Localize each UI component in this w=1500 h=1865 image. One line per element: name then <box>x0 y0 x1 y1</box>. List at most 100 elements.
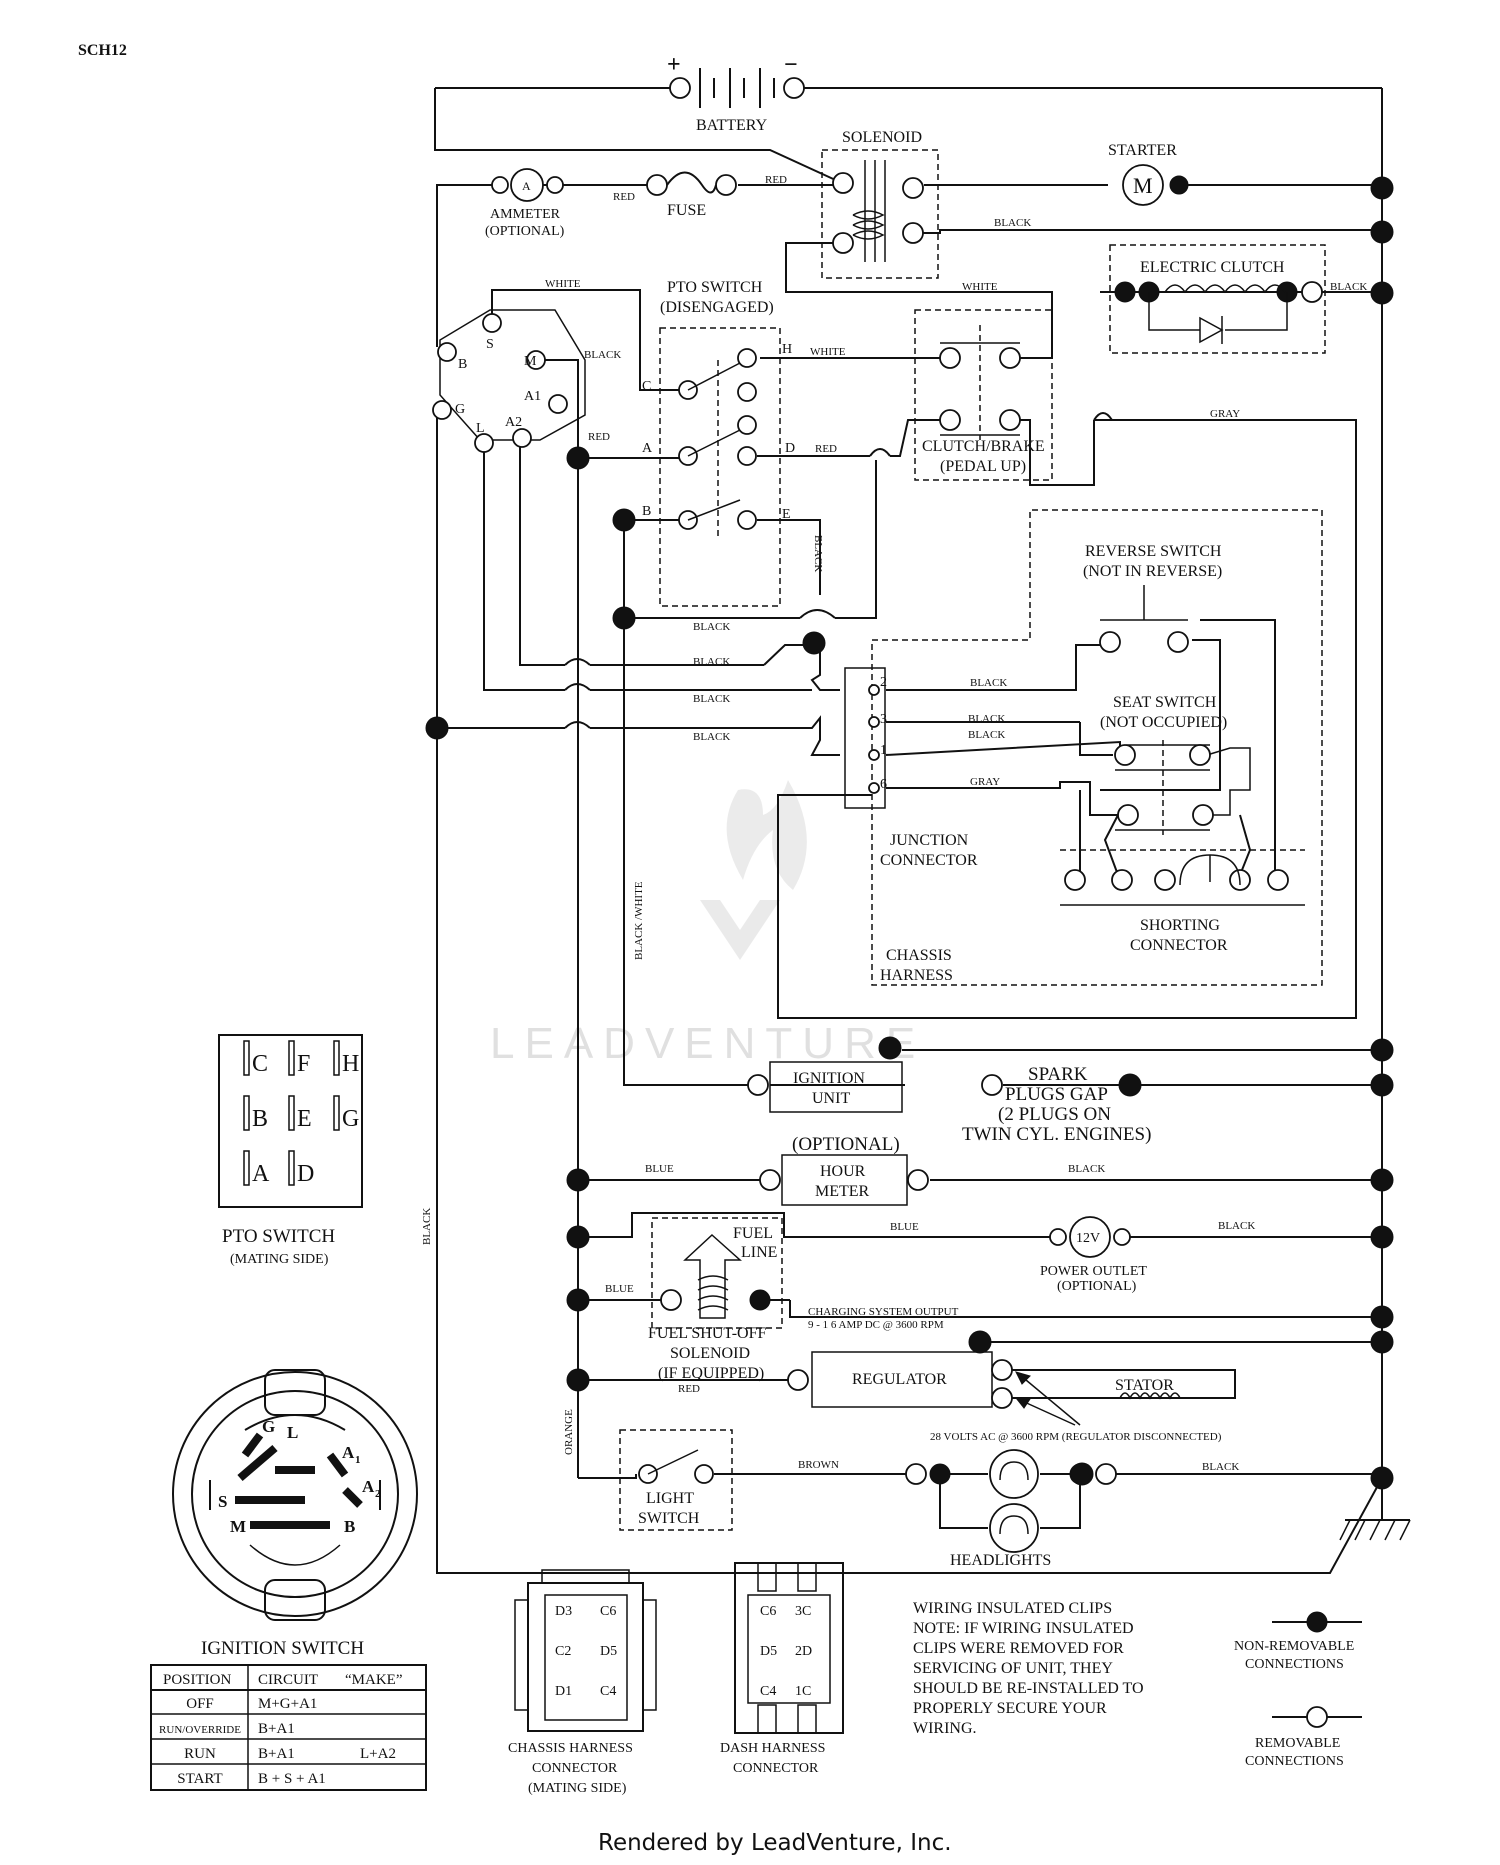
pto-pin-label: C <box>252 1051 268 1077</box>
pto-pin-label: B <box>252 1106 268 1132</box>
svg-text:WIRING INSULATED CLIPS: WIRING INSULATED CLIPS <box>913 1600 1112 1617</box>
legend-nonremovable-2: CONNECTIONS <box>1245 1657 1344 1672</box>
pto-pin-bar <box>243 1095 250 1131</box>
face-s: S <box>218 1492 227 1511</box>
svg-text:BLACK: BLACK <box>968 729 1005 741</box>
svg-text:BLACK: BLACK <box>693 693 730 705</box>
ign-table-header: “MAKE” <box>345 1672 402 1688</box>
fuse: FUSE <box>646 171 737 219</box>
battery-plus: + <box>667 52 681 78</box>
charging-l1: CHARGING SYSTEM OUTPUT <box>808 1306 959 1318</box>
svg-text:BLACK /WHITE: BLACK /WHITE <box>633 881 645 960</box>
face-g: G <box>262 1417 275 1436</box>
ignition-unit-sub: UNIT <box>812 1090 850 1107</box>
reverse-label: REVERSE SWITCH <box>1085 543 1222 560</box>
connector-pin: D5 <box>760 1644 777 1659</box>
ign-a1: A1 <box>524 389 541 404</box>
pto-pin-bar <box>288 1095 295 1131</box>
pto-pin-label: F <box>297 1051 310 1077</box>
ign-g: G <box>455 402 465 417</box>
connector-pin: C4 <box>600 1684 616 1699</box>
ignition-unit-label: IGNITION <box>793 1070 865 1087</box>
legend-removable-1: REMOVABLE <box>1255 1736 1340 1751</box>
page-code: SCH12 <box>78 42 127 59</box>
legend-removable-2: CONNECTIONS <box>1245 1754 1344 1769</box>
pto-pin-bar <box>333 1040 340 1076</box>
chassis-harness-sub: HARNESS <box>880 967 953 984</box>
connector-pin: D5 <box>600 1644 617 1659</box>
battery: + − BATTERY <box>667 52 805 134</box>
svg-text:BLACK: BLACK <box>970 677 1007 689</box>
svg-text:WHITE: WHITE <box>810 346 846 358</box>
reverse-switch: REVERSE SWITCH (NOT IN REVERSE) <box>1083 543 1222 653</box>
ign-table-cell: START <box>177 1771 222 1787</box>
ammeter-label: AMMETER <box>490 207 561 222</box>
fuel-sol-l1: FUEL SHUT-OFF <box>648 1325 767 1342</box>
clutch-brake: CLUTCH/BRAKE (PEDAL UP) <box>914 309 1053 481</box>
svg-text:BROWN: BROWN <box>798 1459 839 1471</box>
hour-meter-sub: METER <box>815 1183 870 1200</box>
ammeter-sub: (OPTIONAL) <box>485 224 565 239</box>
svg-text:SERVICING OF UNIT, THEY: SERVICING OF UNIT, THEY <box>913 1660 1113 1677</box>
seat-sub: (NOT OCCUPIED) <box>1100 714 1227 731</box>
pto-pin-bar <box>288 1150 295 1186</box>
svg-text:BLACK: BLACK <box>693 621 730 633</box>
spark-l4: TWIN CYL. ENGINES) <box>962 1124 1151 1145</box>
ign-s: S <box>486 337 494 352</box>
chassis-harness-label: CHASSIS <box>886 947 952 964</box>
connector-pin: 1C <box>795 1684 811 1699</box>
power-outlet: 12V POWER OUTLET (OPTIONAL) <box>1040 1216 1147 1294</box>
svg-text:ORANGE: ORANGE <box>563 1409 575 1455</box>
ign-l: L <box>476 421 485 436</box>
notes: WIRING INSULATED CLIPS NOTE: IF WIRING I… <box>913 1600 1144 1737</box>
light-switch: LIGHT SWITCH <box>619 1429 733 1531</box>
ign-table-cell: M+G+A1 <box>258 1696 317 1712</box>
pto-mating-title: PTO SWITCH <box>222 1226 335 1247</box>
stator-note: 28 VOLTS AC @ 3600 RPM (REGULATOR DISCON… <box>930 1431 1222 1443</box>
junction-label: JUNCTION <box>890 832 969 849</box>
fuel-solenoid: FUEL LINE FUEL SHUT-OFF SOLENOID (IF EQU… <box>648 1217 783 1382</box>
ammeter-symbol: A <box>522 179 531 193</box>
hour-meter-label: HOUR <box>820 1163 866 1180</box>
footer: Rendered by LeadVenture, Inc. <box>598 1830 952 1856</box>
svg-text:WHITE: WHITE <box>545 278 581 290</box>
connector-pin: C6 <box>600 1604 616 1619</box>
jc-pin-2: 2 <box>880 675 887 690</box>
svg-text:BLUE: BLUE <box>605 1283 634 1295</box>
dash-conn-l2: CONNECTOR <box>733 1761 819 1776</box>
pto-e: E <box>782 507 791 522</box>
wire-labels: RED RED BLACK WHITE BLACK WHITE BLACK WH… <box>421 174 1367 1473</box>
svg-text:BLACK: BLACK <box>693 731 730 743</box>
svg-text:PROPERLY SECURE YOUR: PROPERLY SECURE YOUR <box>913 1700 1107 1717</box>
legend-nonremovable-1: NON-REMOVABLE <box>1234 1639 1354 1654</box>
svg-text:RED: RED <box>613 191 635 203</box>
pto-pin-label: E <box>297 1106 312 1132</box>
junction-dots <box>425 176 1394 1490</box>
junction-connector: 2 3 1 6 JUNCTION CONNECTOR <box>844 667 978 869</box>
pto-a: A <box>642 441 653 456</box>
pto-sub: (DISENGAGED) <box>660 299 774 316</box>
starter: M STARTER <box>1108 142 1189 206</box>
face-a2-sub: 2 <box>375 1488 381 1500</box>
battery-positive-terminal <box>669 77 691 99</box>
ign-table-cell: RUN/OVERRIDE <box>159 1724 241 1736</box>
jc-pin-1: 1 <box>880 743 887 758</box>
spark-l3: (2 PLUGS ON <box>998 1104 1111 1125</box>
svg-text:BLACK: BLACK <box>968 713 1005 725</box>
connector-pin: D1 <box>555 1684 572 1699</box>
pto-c: C <box>642 379 651 394</box>
ign-table-cell: B+A1 <box>258 1721 295 1737</box>
svg-text:WHITE: WHITE <box>962 281 998 293</box>
svg-text:BLACK: BLACK <box>994 217 1031 229</box>
connector-pin: D3 <box>555 1604 572 1619</box>
shorting-label: SHORTING <box>1140 917 1220 934</box>
ign-table-cell: B+A1 <box>258 1746 295 1762</box>
face-a2: A <box>362 1477 375 1496</box>
headlights-label: HEADLIGHTS <box>950 1552 1051 1569</box>
ign-table-cell: RUN <box>184 1746 216 1762</box>
solenoid-label: SOLENOID <box>842 129 922 146</box>
starter-symbol: M <box>1133 173 1153 198</box>
ign-table-cell: L+A2 <box>360 1746 396 1762</box>
face-m: M <box>230 1517 246 1536</box>
